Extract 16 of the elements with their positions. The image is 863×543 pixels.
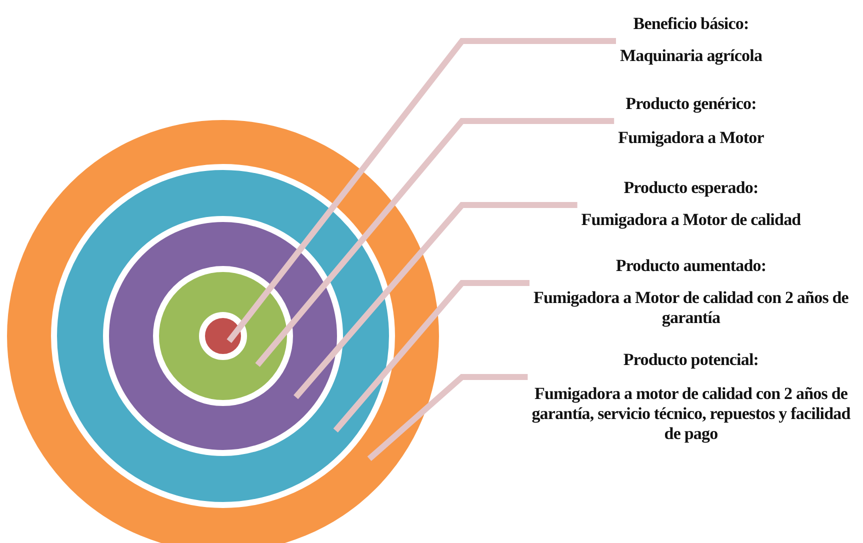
level-description: Fumigadora a motor de calidad con 2 años de garantía, servicio técnico, repuestos y facilidad de pago [530,384,852,444]
level-description: Fumigadora a Motor [617,128,765,148]
leader-line [255,118,614,367]
level-heading: Producto potencial: [622,350,760,370]
leader-line [226,38,616,343]
leader-line [294,202,578,400]
level-heading: Producto aumentado: [614,256,768,276]
center-dot [199,312,247,360]
level-heading: Producto genérico: [624,94,758,114]
level-description: Fumigadora a Motor de calidad con 2 años de garantía [532,288,850,328]
leader-line [367,374,528,462]
leader-line [333,280,530,432]
level-heading: Beneficio básico: [632,14,750,34]
level-description: Fumigadora a Motor de calidad [580,210,802,230]
level-description: Maquinaria agrícola [618,46,764,66]
level-heading: Producto esperado: [622,178,760,198]
